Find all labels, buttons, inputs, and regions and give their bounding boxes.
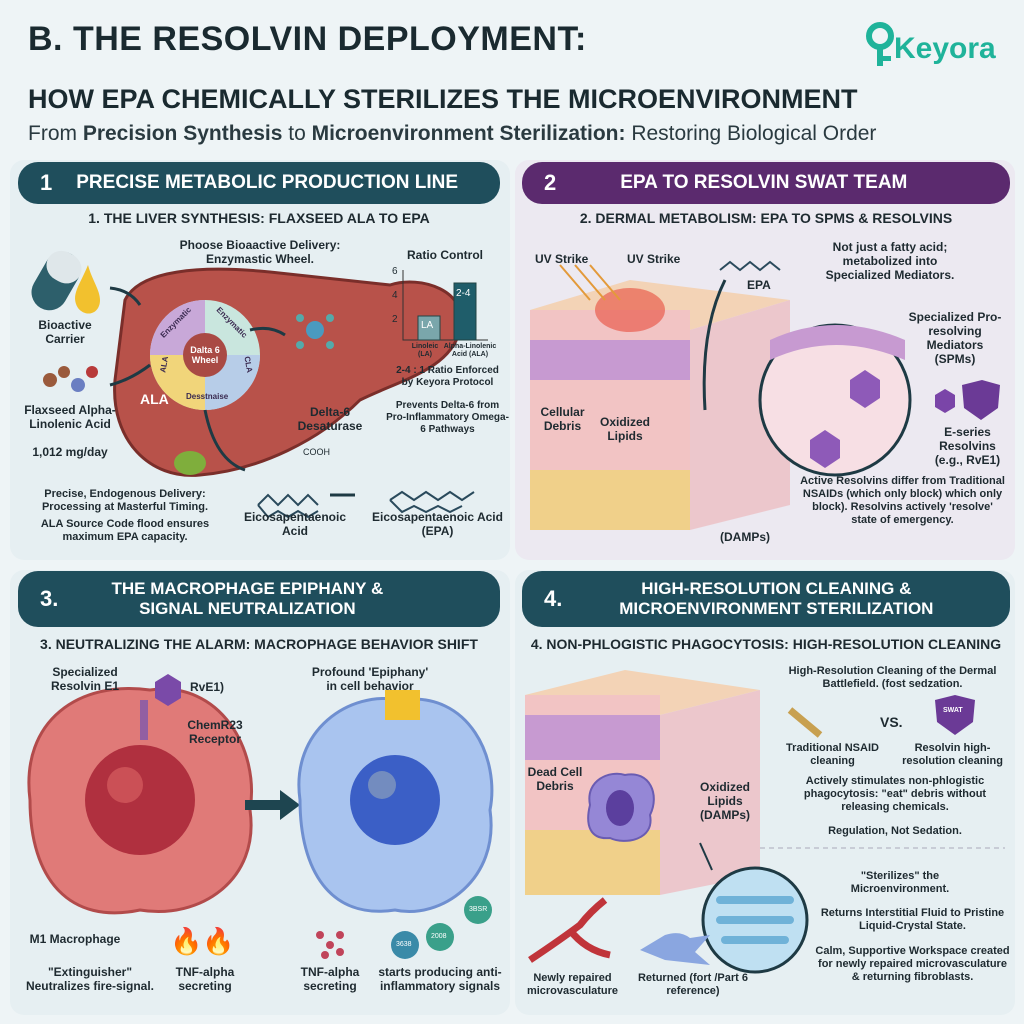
debris-label: Cellular Debris bbox=[540, 405, 585, 433]
extinguisher-label: "Extinguisher" Neutralizes fire-signal. bbox=[25, 965, 155, 993]
ratio-note: 2-4 : 1 Ratio Enforced by Keyora Protoco… bbox=[396, 365, 499, 388]
returned-label: Returned (fort /Part 6 reference) bbox=[637, 972, 748, 997]
fire-icon: 🔥🔥 bbox=[170, 926, 235, 956]
vs-label: VS. bbox=[880, 714, 903, 730]
ala-label: ALA bbox=[140, 391, 169, 407]
nsaid-label: Traditional NSAID cleaning bbox=[786, 742, 879, 767]
actively-note: Actively stimulates non-phlogistic phago… bbox=[803, 775, 987, 813]
source-note: ALA Source Code flood ensures maximum EP… bbox=[40, 518, 210, 543]
ratio-tick: 4 bbox=[392, 290, 398, 301]
wheel-segment-label: Desstnaise bbox=[186, 392, 229, 401]
arrow-right-icon bbox=[245, 790, 300, 820]
oil-drop-icon bbox=[75, 265, 100, 314]
hr-note: High-Resolution Cleaning of the Dermal B… bbox=[788, 665, 997, 690]
tnf-label: TNF-alpha secreting bbox=[300, 965, 360, 993]
skin-block-illustration bbox=[530, 280, 790, 530]
signal-bubble: 3638 bbox=[396, 941, 412, 948]
m1-label: M1 Macrophage bbox=[29, 932, 121, 946]
dose-label: 1,012 mg/day bbox=[32, 445, 108, 459]
resolvin-label: Specialized Resolvin E1 bbox=[50, 665, 120, 693]
signal-bubble: 3BSR bbox=[469, 906, 488, 913]
delta6-molecule bbox=[296, 314, 334, 349]
microvasculature-icon bbox=[528, 897, 611, 963]
ratio-bar-la bbox=[417, 315, 441, 341]
section-3-subtitle: 3. NEUTRALIZING THE ALARM: MACROPHAGE BE… bbox=[40, 636, 478, 652]
sterilizes-note: "Sterilizes" the Microenvironment. bbox=[850, 870, 950, 895]
returns-note: Returns Interstitial Fluid to Pristine L… bbox=[820, 907, 1005, 932]
swat-label: SWAT bbox=[943, 707, 963, 714]
section-4-header: 4.HIGH-RESOLUTION CLEANING & MICROENVIRO… bbox=[522, 571, 1010, 627]
spm-label: Specialized Pro-resolving Mediators (SPM… bbox=[908, 310, 1002, 366]
signal-dots bbox=[316, 931, 344, 959]
newly-label: Newly repaired microvasculature bbox=[526, 972, 619, 997]
main-title: B. THE RESOLVIN DEPLOYMENT: bbox=[28, 20, 587, 58]
resolvin-hexagon-icon bbox=[935, 389, 955, 413]
lipids-label: Oxidized Lipids bbox=[599, 415, 650, 443]
resolvin-cleaning-label: Resolvin high-resolution cleaning bbox=[902, 742, 1003, 767]
choose-label: Phoose Bioaactive Delivery: Enzymastic W… bbox=[179, 238, 341, 266]
resolvin-receptor-icon bbox=[140, 674, 181, 740]
regulation-note: Regulation, Not Sedation. bbox=[828, 825, 962, 837]
uv-label: UV Strike bbox=[627, 252, 681, 266]
precise-note: Precise, Endogenous Delivery: Processing… bbox=[41, 488, 209, 513]
molecule-icon bbox=[43, 366, 98, 392]
ratio-bar-label: 2-4 bbox=[456, 288, 471, 299]
syringe-icon bbox=[787, 707, 823, 738]
swat-badge-icon bbox=[935, 695, 975, 735]
wheel-center: Dalta 6 Wheel bbox=[190, 345, 220, 365]
active-note: Active Resolvins differ from Traditional… bbox=[800, 475, 1005, 526]
epa-label: EPA bbox=[747, 278, 771, 292]
main-subtitle: HOW EPA CHEMICALLY STERILIZES THE MICROE… bbox=[28, 84, 858, 114]
cooh-label: COOH bbox=[303, 447, 330, 457]
flax-label: Flaxseed Alpha-Linolenic Acid bbox=[24, 403, 116, 431]
key-icon bbox=[866, 22, 894, 66]
swat-shield-icon bbox=[962, 380, 1000, 420]
rve1-label: RvE1) bbox=[190, 680, 225, 694]
ratio-axis-label: Linoleic (LA) bbox=[411, 343, 439, 358]
section-3-header: 3.THE MACROPHAGE EPIPHANY & SIGNAL NEUTR… bbox=[18, 571, 500, 627]
uv-label: UV Strike bbox=[535, 252, 589, 266]
not-just-note: Not just a fatty acid; metabolized into … bbox=[825, 240, 955, 282]
skin-block-phagocytosis bbox=[525, 670, 760, 895]
ratio-tick: 2 bbox=[392, 314, 398, 325]
damps-label: (DAMPs) bbox=[720, 530, 770, 544]
calm-note: Calm, Supportive Workspace created for n… bbox=[815, 945, 1010, 983]
dead-label: Dead Cell Debris bbox=[527, 765, 583, 793]
eseries-label: E-series Resolvins (e.g., RvE1) bbox=[934, 425, 1001, 467]
anti-label: starts producing anti-inflammatory signa… bbox=[378, 965, 502, 993]
ratio-bar-ala bbox=[453, 282, 477, 341]
fibroblast-icon bbox=[640, 933, 710, 965]
prevents-note: Prevents Delta-6 from Pro-Inflammatory O… bbox=[386, 400, 509, 435]
ratio-title: Ratio Control bbox=[407, 248, 483, 262]
ratio-tick: 6 bbox=[392, 266, 398, 277]
keyora-logo: Keyora bbox=[862, 20, 1012, 70]
m2-macrophage-illustration bbox=[297, 690, 494, 913]
delta-label: Delta-6 Desaturase bbox=[297, 405, 363, 433]
signal-bubble: 2008 bbox=[431, 933, 447, 940]
zoom-circle bbox=[758, 323, 912, 477]
ratio-axis-label: Alpha-Linolenic Acid (ALA) bbox=[443, 343, 497, 358]
section-1-subtitle: 1. THE LIVER SYNTHESIS: FLAXSEED ALA TO … bbox=[88, 210, 430, 226]
enzymatic-wheel bbox=[150, 300, 260, 410]
lipids-label: Oxidized Lipids (DAMPs) bbox=[699, 780, 750, 822]
section-4-subtitle: 4. NON-PHLOGISTIC PHAGOCYTOSIS: HIGH-RES… bbox=[530, 636, 1002, 652]
carrier-label: Bioactive Carrier bbox=[38, 318, 92, 346]
mol1-label: Eicosapentaenoic Acid bbox=[243, 510, 347, 538]
epiphany-label: Profound 'Epiphany' in cell behavior bbox=[311, 665, 429, 693]
section-2-subtitle: 2. DERMAL METABOLISM: EPA TO SPMS & RESO… bbox=[579, 210, 953, 226]
tagline: From Precision Synthesis to Microenviron… bbox=[28, 122, 877, 145]
capsule-icon bbox=[31, 250, 82, 311]
mol2-label: Eicosapentaenoic Acid (EPA) bbox=[372, 510, 503, 538]
tnf-label: TNF-alpha secreting bbox=[175, 965, 235, 993]
receptor-label: ChemR23 Receptor bbox=[187, 718, 243, 746]
ratio-bar-label: LA bbox=[421, 320, 434, 331]
